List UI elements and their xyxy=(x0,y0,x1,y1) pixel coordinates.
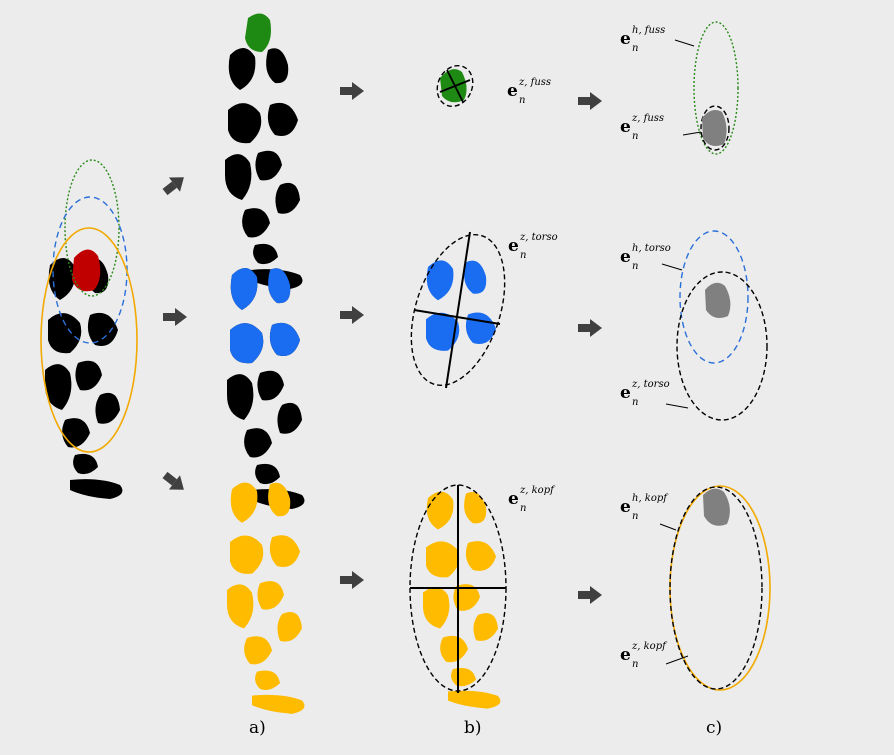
c-middle-h-leader xyxy=(662,264,682,270)
b-top-label: e z, fuss n xyxy=(507,77,551,106)
b-top-green-part xyxy=(440,69,467,102)
arrow-b-top xyxy=(578,92,602,110)
c-middle-z-leader xyxy=(666,404,688,408)
svg-text:e: e xyxy=(508,236,519,256)
svg-text:z, fuss: z, fuss xyxy=(631,113,664,124)
head-region-red xyxy=(72,249,100,291)
svg-text:n: n xyxy=(519,95,525,106)
a-top-green-part xyxy=(245,13,271,52)
arrow-a-bottom xyxy=(340,571,364,589)
svg-text:n: n xyxy=(632,43,638,54)
c-top-z-leader xyxy=(683,132,701,135)
svg-text:e: e xyxy=(620,497,631,517)
svg-text:h, kopf: h, kopf xyxy=(632,493,669,504)
svg-text:e: e xyxy=(507,81,518,101)
svg-text:z, kopf: z, kopf xyxy=(519,485,556,496)
pedestrian-body xyxy=(45,258,122,499)
arrow-a-top xyxy=(340,82,364,100)
svg-text:z, torso: z, torso xyxy=(631,379,670,390)
c-middle-z-label: e z, torso n xyxy=(620,379,670,408)
b-middle-axis-1 xyxy=(446,232,470,388)
svg-text:z, kopf: z, kopf xyxy=(631,641,668,652)
svg-text:h, fuss: h, fuss xyxy=(632,25,665,36)
full-pedestrian xyxy=(45,258,122,499)
arrow-to-top xyxy=(159,170,189,199)
c-bottom-h-label: e h, kopf n xyxy=(620,493,669,522)
b-middle-blue-parts xyxy=(426,260,496,351)
a-top-pedestrian xyxy=(225,48,302,289)
c-top-h-leader xyxy=(675,40,694,46)
svg-text:n: n xyxy=(632,131,638,142)
b-bottom-yellow-parts xyxy=(423,492,500,709)
caption-c: c) xyxy=(706,718,722,738)
c-middle-h-label: e h, torso n xyxy=(620,243,671,272)
svg-text:e: e xyxy=(620,117,631,137)
svg-text:n: n xyxy=(632,261,638,272)
b-bottom-label: e z, kopf n xyxy=(508,485,556,514)
svg-text:z, fuss: z, fuss xyxy=(518,77,551,88)
c-top-gray-part xyxy=(702,110,727,146)
c-bottom-h-leader xyxy=(660,524,676,530)
c-top-h-label: e h, fuss n xyxy=(620,25,665,54)
svg-text:e: e xyxy=(620,247,631,267)
arrow-b-middle xyxy=(578,319,602,337)
arrow-b-bottom xyxy=(578,586,602,604)
svg-text:e: e xyxy=(620,645,631,665)
svg-text:z, torso: z, torso xyxy=(519,232,558,243)
c-top-z-label: e z, fuss n xyxy=(620,113,664,142)
caption-a: a) xyxy=(249,718,266,738)
arrow-a-middle xyxy=(340,306,364,324)
arrow-to-bottom xyxy=(159,468,189,497)
svg-text:e: e xyxy=(620,383,631,403)
svg-text:n: n xyxy=(520,503,526,514)
c-bottom-z-label: e z, kopf n xyxy=(620,641,668,670)
b-middle-label: e z, torso n xyxy=(508,232,558,261)
svg-text:e: e xyxy=(508,489,519,509)
svg-text:n: n xyxy=(632,397,638,408)
arrow-to-middle xyxy=(163,308,187,326)
svg-text:n: n xyxy=(632,511,638,522)
caption-b: b) xyxy=(464,718,482,738)
c-bottom-gray-part xyxy=(703,489,730,526)
svg-text:n: n xyxy=(632,659,638,670)
c-middle-gray-part xyxy=(705,283,730,318)
svg-text:e: e xyxy=(620,29,631,49)
a-bottom-pedestrian xyxy=(227,482,304,713)
svg-text:h, torso: h, torso xyxy=(632,243,671,254)
svg-text:n: n xyxy=(520,250,526,261)
